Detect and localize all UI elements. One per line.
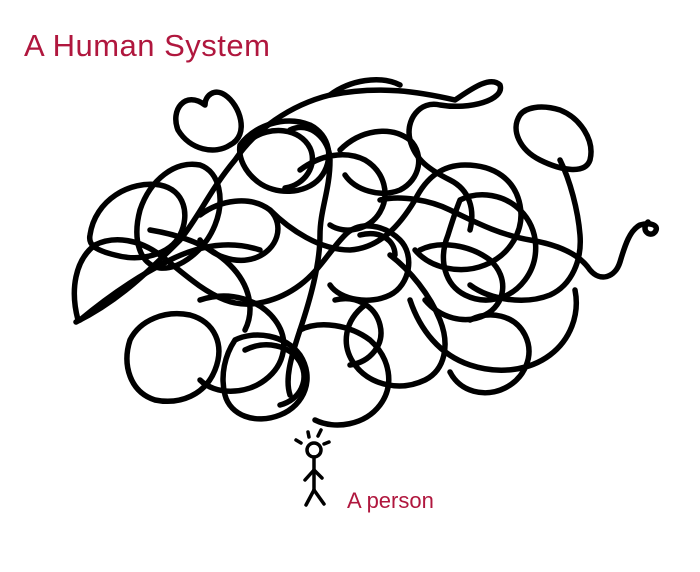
diagram-title: A Human System [24, 28, 271, 63]
person-label: A person [347, 488, 434, 513]
